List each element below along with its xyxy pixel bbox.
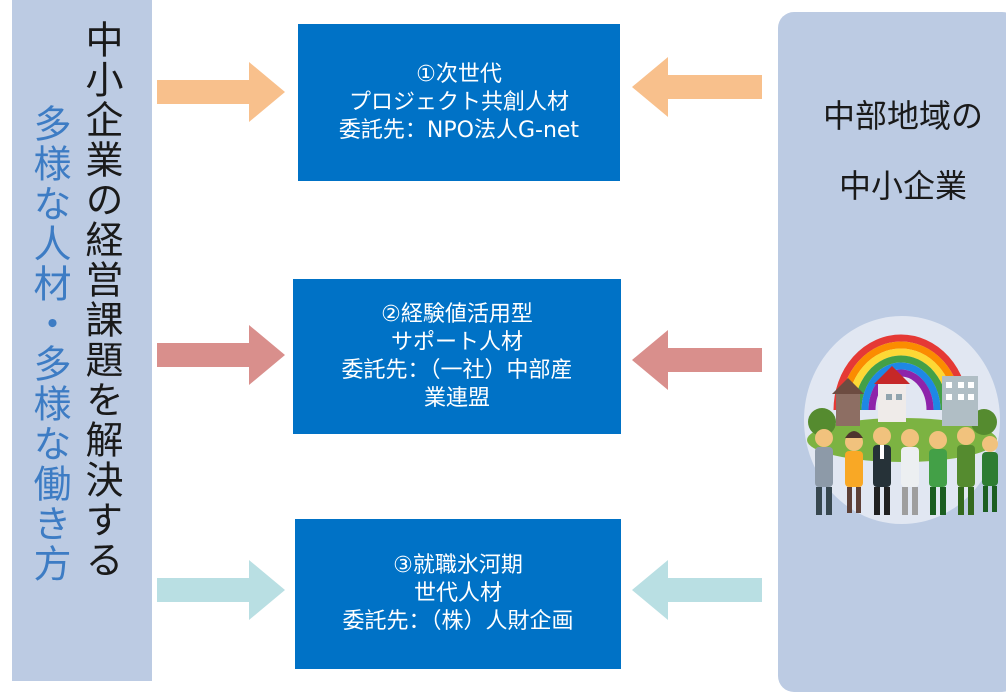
left-heading-sub: 多様な人材・多様な働き方 xyxy=(27,104,71,584)
box2-line4: 業連盟 xyxy=(423,385,490,411)
box3-line3: 委託先：（株）人財企画 xyxy=(342,609,574,634)
box3-line1: ③就職氷河期 xyxy=(393,553,523,578)
box3-line2: 世代人材 xyxy=(413,581,502,606)
left-heading-main: 中小企業の経営課題を解決する xyxy=(79,20,123,580)
box2-line2: サポート人材 xyxy=(390,329,523,355)
right-title-line2: 中小企業 xyxy=(838,167,967,205)
left-panel xyxy=(12,0,152,681)
box1-line2: プロジェクト共創人材 xyxy=(348,89,569,115)
arrow-right-orange-icon xyxy=(157,62,285,122)
box1-line3: 委託先：NPO法人G-net xyxy=(338,117,580,143)
box-ice-age-generation: ③就職氷河期 世代人材 委託先：（株）人財企画 xyxy=(295,519,621,669)
arrow-right-cyan-icon xyxy=(157,560,285,620)
box1-line1: ①次世代 xyxy=(416,61,502,87)
box2-line1: ②経験値活用型 xyxy=(381,301,533,327)
box-experienced-support: ②経験値活用型 サポート人材 委託先：（一社）中部産 業連盟 xyxy=(293,279,621,434)
right-title-line1: 中部地域の xyxy=(822,97,983,135)
arrow-right-red-icon xyxy=(157,325,285,385)
arrow-left-cyan-icon xyxy=(632,560,762,620)
arrow-left-red-icon xyxy=(632,330,762,390)
rainbow-town-people-illustration xyxy=(804,316,1000,524)
box-next-generation: ①次世代 プロジェクト共創人材 委託先：NPO法人G-net xyxy=(298,24,620,181)
box2-line3: 委託先：（一社）中部産 xyxy=(341,357,573,383)
arrow-left-orange-icon xyxy=(632,57,762,117)
